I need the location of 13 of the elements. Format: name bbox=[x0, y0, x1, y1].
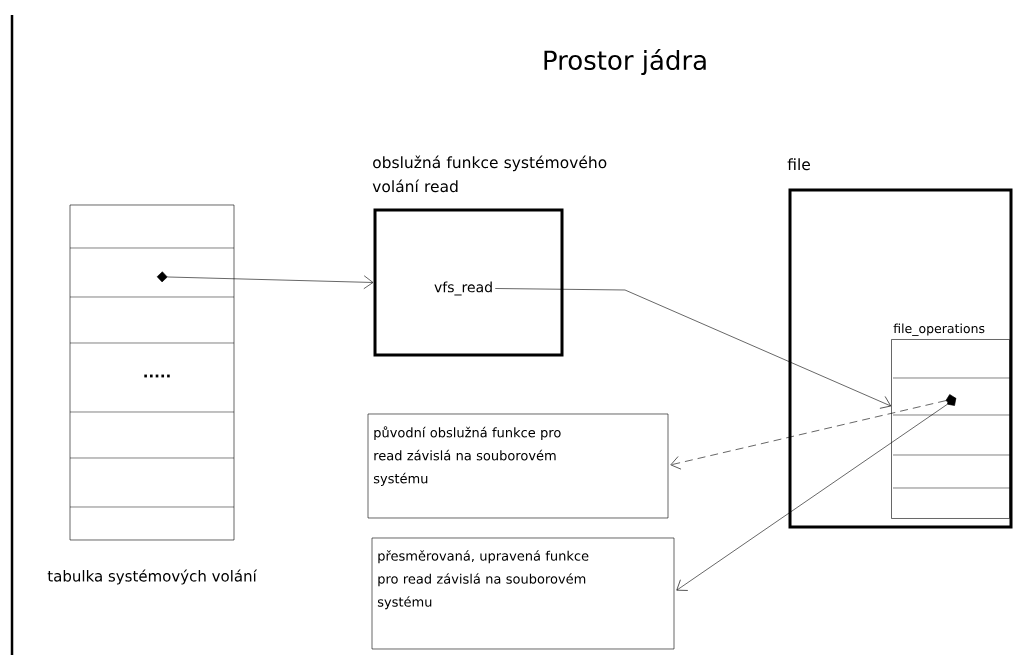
title: Prostor jádra bbox=[544, 48, 706, 76]
table: file_operations bbox=[891, 323, 1012, 519]
arrow bbox=[494, 288, 892, 409]
text-box: přesměrovaná, upravená funkce pro read závislá na souborovém systému bbox=[371, 537, 675, 650]
node-label: file_operations bbox=[893, 323, 985, 336]
ellipsis: ..... bbox=[144, 374, 170, 378]
arrow bbox=[676, 396, 957, 591]
arrow bbox=[156, 271, 374, 290]
text-box: původní obslužná funkce pro read závislá na souborovém systému bbox=[367, 413, 669, 519]
node-label: tabulka systémových volání bbox=[47, 569, 258, 585]
function-name: vfs_read bbox=[434, 281, 492, 296]
node-label: file bbox=[787, 158, 810, 171]
node-label: obslužná funkce systémového volání read bbox=[372, 155, 607, 193]
